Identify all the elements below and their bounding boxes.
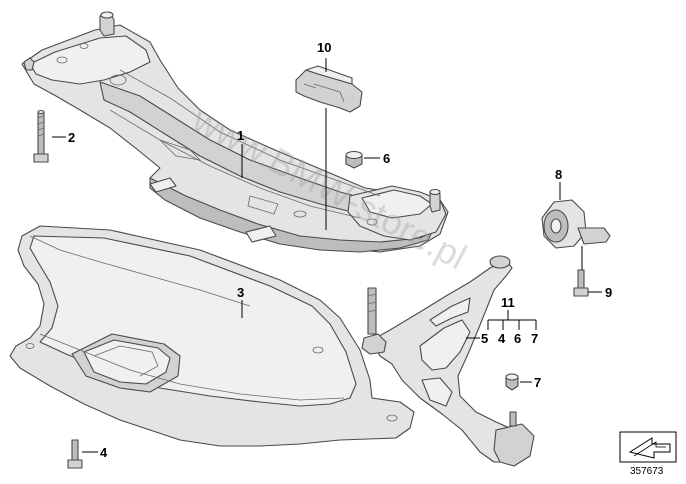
callout-6-nut: 6 (383, 151, 390, 166)
arrow-direction-icon (628, 437, 671, 459)
callout-8: 8 (555, 167, 562, 182)
callout-5: 5 (481, 331, 488, 346)
leader-lines (52, 58, 602, 453)
direction-box (619, 431, 677, 463)
rubber-mount-part-8[interactable] (541, 199, 611, 249)
callout-3: 3 (237, 285, 244, 300)
underbody-shield-plate[interactable] (9, 225, 415, 447)
subframe-crossmember[interactable] (21, 11, 449, 253)
callout-7-nut: 7 (534, 375, 541, 390)
nut-part-6[interactable] (345, 150, 363, 169)
bolt-part-2[interactable] (33, 109, 49, 163)
bolt-part-9[interactable] (573, 269, 589, 297)
control-arm-part-11[interactable] (361, 255, 535, 467)
callout-7-assembly: 7 (531, 331, 538, 346)
nut-part-7[interactable] (505, 373, 519, 391)
callout-4-bolt: 4 (100, 445, 108, 460)
callout-6-assembly: 6 (514, 331, 521, 346)
callout-9: 9 (605, 285, 612, 300)
callout-10: 10 (317, 40, 331, 55)
callout-4-assembly: 4 (498, 331, 506, 346)
callout-1: 1 (237, 128, 244, 143)
callout-11: 11 (501, 295, 515, 310)
reference-number: 357673 (630, 466, 664, 477)
callout-2: 2 (68, 130, 75, 145)
bracket-part[interactable] (295, 65, 363, 113)
bolt-part-4[interactable] (67, 439, 83, 469)
